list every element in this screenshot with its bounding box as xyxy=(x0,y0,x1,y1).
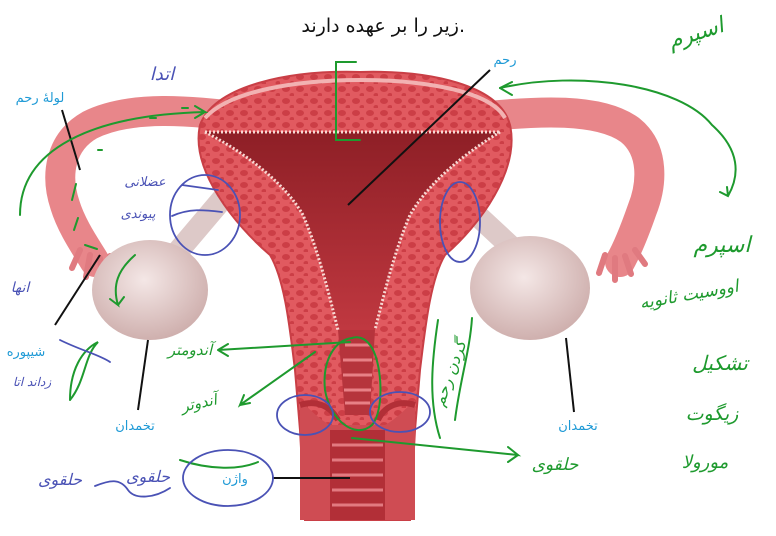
note-right-4: زیگوت xyxy=(686,402,739,425)
note-top-left: اتدا xyxy=(150,64,176,85)
left-ovary xyxy=(92,240,208,340)
label-left-ovary: تخمدان xyxy=(115,419,155,434)
note-endometrium-a: آندومتر xyxy=(166,340,217,359)
note-ring-right: حلقوی xyxy=(532,455,579,475)
note-left-a: انها xyxy=(11,280,32,296)
note-right-5: مورولا xyxy=(682,452,729,473)
note-ring-left-2: حلقوی xyxy=(126,467,170,486)
note-connective: پیوندی xyxy=(121,207,156,222)
label-vagina: واژن xyxy=(222,472,248,487)
top-right-arrow xyxy=(500,82,512,95)
label-fimbriae: شیپوره xyxy=(7,345,46,360)
note-left-b: زداند اتا xyxy=(13,375,51,389)
note-right-2: اووسیت ثانویه xyxy=(638,276,742,313)
left-ovary-leader xyxy=(138,340,148,410)
right-ovary xyxy=(470,236,590,340)
note-endometrium-b: آندوتر xyxy=(177,389,223,416)
note-right-1: اسپرم xyxy=(694,233,754,258)
label-uterus: رحم xyxy=(494,53,517,68)
note-muscular: عضلانی xyxy=(124,175,165,190)
label-right-ovary: تخمدان xyxy=(558,419,598,434)
note-ring-left: حلقوی xyxy=(38,470,82,489)
right-ovary-leader xyxy=(566,338,574,412)
note-right-3: تشکیل xyxy=(692,351,750,375)
note-top-right: اسپرم xyxy=(665,12,730,54)
caption-text: زیر را بر عهده دارند. xyxy=(301,15,465,37)
label-fallopian-tube: لولهٔ رحم xyxy=(16,91,65,106)
